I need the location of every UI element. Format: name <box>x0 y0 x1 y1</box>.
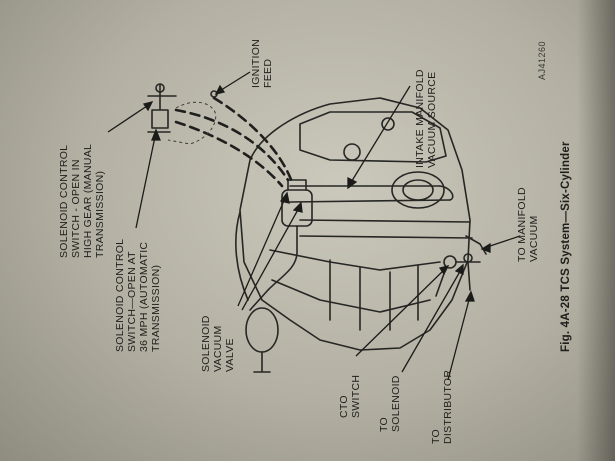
lower-block <box>269 249 441 313</box>
wire-switch-loop <box>167 101 217 145</box>
label-cto-switch: CTO SWITCH <box>338 374 362 418</box>
label-to-manifold-vacuum: TO MANIFOLD VACUUM <box>516 187 540 262</box>
leader-intake-vacuum <box>349 85 411 185</box>
distributor-shaft <box>253 351 271 373</box>
solenoid-vacuum-valve-hose <box>249 225 298 311</box>
arrowhead-ignition-feed <box>214 84 226 95</box>
label-ignition-feed: IGNITION FEED <box>250 38 274 88</box>
leader-vacuum-valve-2 <box>241 205 301 311</box>
leader-vacuum-valve-1 <box>237 195 287 307</box>
valve-cover-bolt-2 <box>381 117 395 131</box>
arrowhead-cto-switch <box>438 265 450 276</box>
arrowhead-to-distributor <box>464 290 475 302</box>
wire-switch-to-solenoid <box>174 108 290 182</box>
solenoid-vacuum-valve-top <box>287 179 307 191</box>
arrowhead-to-solenoid <box>454 263 464 275</box>
arrowhead-vacuum-valve-2 <box>292 201 303 213</box>
wire-ignition-to-solenoid <box>212 96 294 184</box>
solenoid-control-switch-knob <box>155 83 165 93</box>
intake-manifold-end <box>439 185 454 201</box>
leader-cto-switch <box>355 267 447 357</box>
arrowhead-intake-vacuum <box>347 176 358 190</box>
arrowhead-manifold-vacuum <box>480 242 491 253</box>
solenoid-control-switch <box>147 83 177 133</box>
air-cleaner <box>391 171 445 209</box>
leader-to-distributor <box>447 295 471 381</box>
label-solenoid-control-switch-auto: SOLENOID CONTROL SWITCH—OPEN AT 36 MPH (… <box>114 238 162 352</box>
label-to-distributor: TO DISTRIBUTOR <box>430 369 454 444</box>
figure-code: AJ41260 <box>537 40 547 80</box>
label-intake-manifold-vacuum-source: INTAKE MANIFOLD VACUUM SOURCE <box>414 69 438 168</box>
arrowhead-switch-auto <box>151 128 161 141</box>
air-cleaner-inner <box>402 179 434 201</box>
wire-switch-to-solenoid-2 <box>174 120 284 188</box>
label-solenoid-vacuum-valve: SOLENOID VACUUM VALVE <box>200 315 236 372</box>
arrowhead-vacuum-valve-1 <box>279 191 290 204</box>
leader-to-solenoid <box>401 267 463 373</box>
figure-caption: Fig. 4A-28 TCS System—Six-Cylinder <box>560 141 572 352</box>
intake-manifold-pipe <box>289 185 473 239</box>
label-solenoid-control-switch-manual: SOLENOID CONTROL SWITCH - OPEN IN HIGH G… <box>58 143 106 258</box>
valve-cover <box>299 111 447 163</box>
valve-cover-bolt <box>343 143 361 161</box>
cylinder-head-lines <box>329 259 419 331</box>
leader-switch-manual <box>107 103 151 133</box>
label-to-solenoid: TO SOLENOID <box>378 375 402 432</box>
arrowhead-switch-manual <box>142 101 154 112</box>
leader-switch-auto <box>135 131 157 229</box>
distributor-cap <box>245 307 279 353</box>
manifold-vacuum-fitting <box>465 235 487 255</box>
leader-ignition-feed <box>217 71 251 93</box>
